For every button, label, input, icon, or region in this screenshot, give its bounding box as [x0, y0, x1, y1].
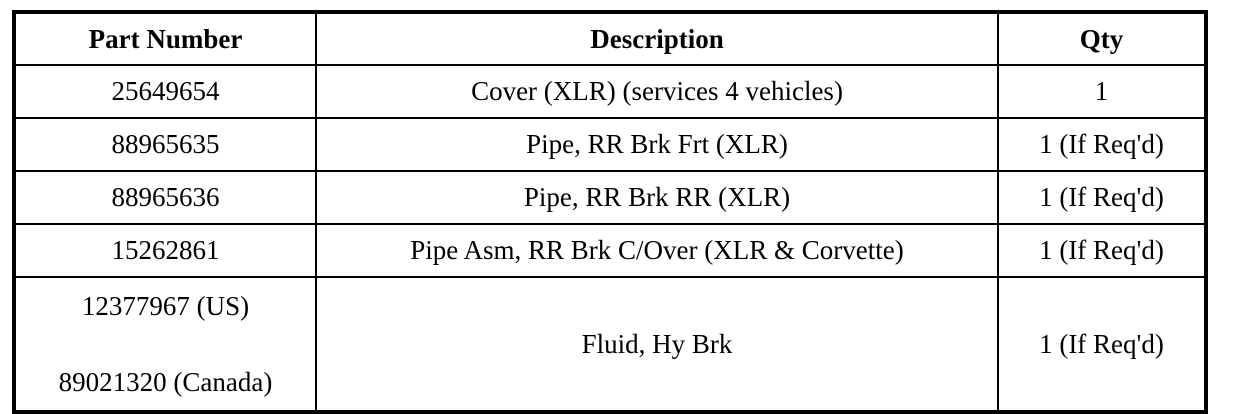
table-row: 88965636 Pipe, RR Brk RR (XLR) 1 (If Req… — [13, 170, 1207, 225]
part-number-stack: 12377967 (US) 89021320 (Canada) — [22, 288, 309, 400]
table-row: 25649654 Cover (XLR) (services 4 vehicle… — [13, 64, 1207, 119]
cell-description: Pipe, RR Brk RR (XLR) — [315, 170, 999, 225]
part-number-line-canada: 89021320 (Canada) — [58, 366, 273, 397]
table-header-row: Part Number Description Qty — [13, 11, 1207, 66]
table-body: 25649654 Cover (XLR) (services 4 vehicle… — [13, 64, 1207, 413]
cell-qty: 1 (If Req'd) — [997, 223, 1207, 278]
table-row: 88965635 Pipe, RR Brk Frt (XLR) 1 (If Re… — [13, 117, 1207, 172]
cell-part-number: 88965636 — [13, 170, 317, 225]
column-header-qty: Qty — [997, 11, 1207, 66]
cell-qty: 1 (If Req'd) — [997, 117, 1207, 172]
cell-qty: 1 (If Req'd) — [997, 276, 1207, 413]
column-header-description: Description — [315, 11, 999, 66]
part-number-line-us: 12377967 (US) — [81, 291, 250, 321]
cell-description: Pipe, RR Brk Frt (XLR) — [315, 117, 999, 172]
cell-part-number: 15262861 — [13, 223, 317, 278]
cell-description: Cover (XLR) (services 4 vehicles) — [315, 64, 999, 119]
cell-description: Fluid, Hy Brk — [315, 276, 999, 413]
cell-description: Pipe Asm, RR Brk C/Over (XLR & Corvette) — [315, 223, 999, 278]
parts-table: Part Number Description Qty 25649654 Cov… — [12, 10, 1208, 414]
column-header-part-number: Part Number — [13, 11, 317, 66]
table-row: 15262861 Pipe Asm, RR Brk C/Over (XLR & … — [13, 223, 1207, 278]
table-header: Part Number Description Qty — [13, 11, 1207, 66]
cell-qty: 1 — [997, 64, 1207, 119]
cell-qty: 1 (If Req'd) — [997, 170, 1207, 225]
cell-part-number: 12377967 (US) 89021320 (Canada) — [13, 276, 317, 413]
cell-part-number: 25649654 — [13, 64, 317, 119]
cell-part-number: 88965635 — [13, 117, 317, 172]
table-row: 12377967 (US) 89021320 (Canada) Fluid, H… — [13, 276, 1207, 413]
